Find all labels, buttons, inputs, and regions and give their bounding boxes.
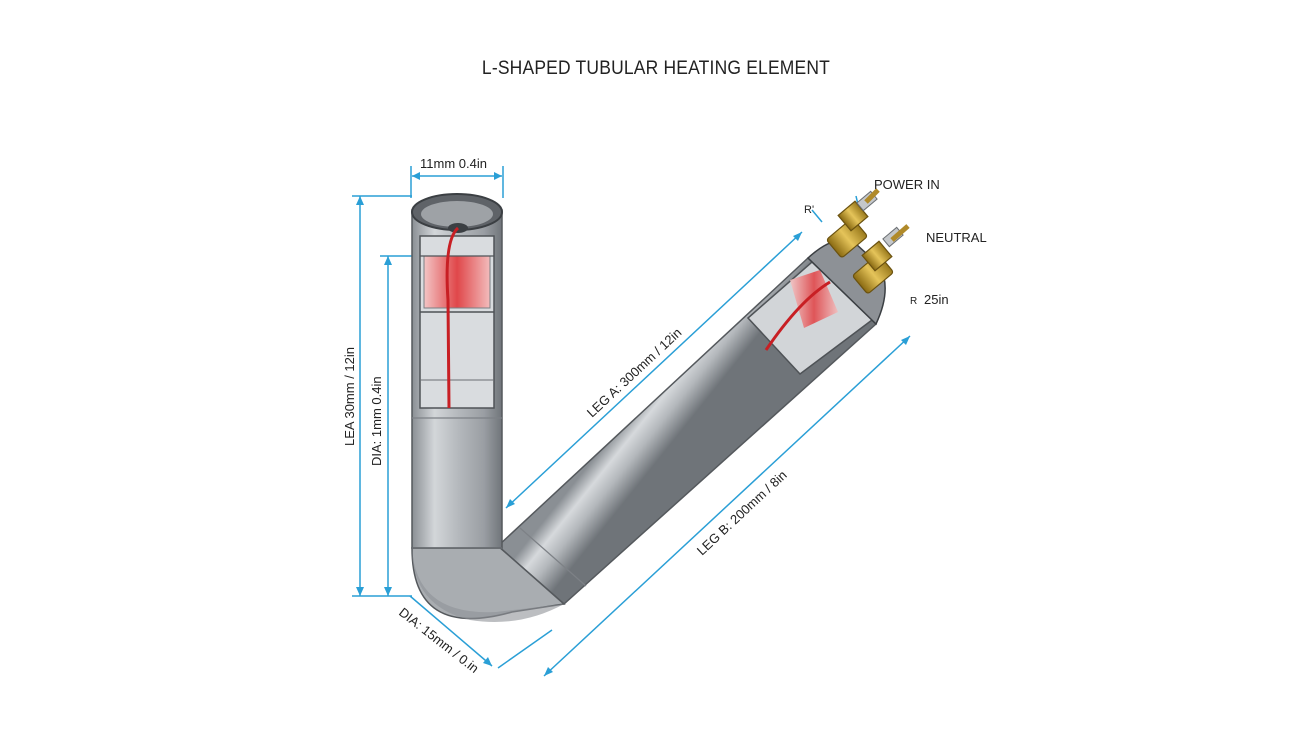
leg-b-label: LEG B: 200mm / 8in [694, 467, 790, 558]
heating-element-tube [411, 193, 886, 622]
power-in-label: POWER IN [874, 177, 940, 192]
r-prefix-label: R [910, 296, 917, 307]
dimension-lines [352, 166, 911, 677]
left-inner-label: DIA: 1mm 0.4in [369, 376, 384, 466]
r-small-label: R' [804, 204, 814, 216]
neutral-label: NEUTRAL [926, 230, 987, 245]
terminal-power-in [826, 188, 880, 258]
leg-b-dimension-line [543, 335, 911, 677]
left-outer-label: LEA 30mm / 12in [342, 347, 357, 446]
coil-wire-diagonal [764, 280, 831, 351]
coil-wire-vertical [445, 226, 460, 409]
r-value-label: 25in [924, 292, 949, 307]
top-width-label: 11mm 0.4in [420, 156, 487, 171]
bottom-diameter-dimension-line [409, 595, 493, 667]
diagram-title: L-SHAPED TUBULAR HEATING ELEMENT [481, 58, 831, 79]
leg-a-dimension-line [505, 231, 803, 509]
terminal-neutral [852, 224, 910, 294]
